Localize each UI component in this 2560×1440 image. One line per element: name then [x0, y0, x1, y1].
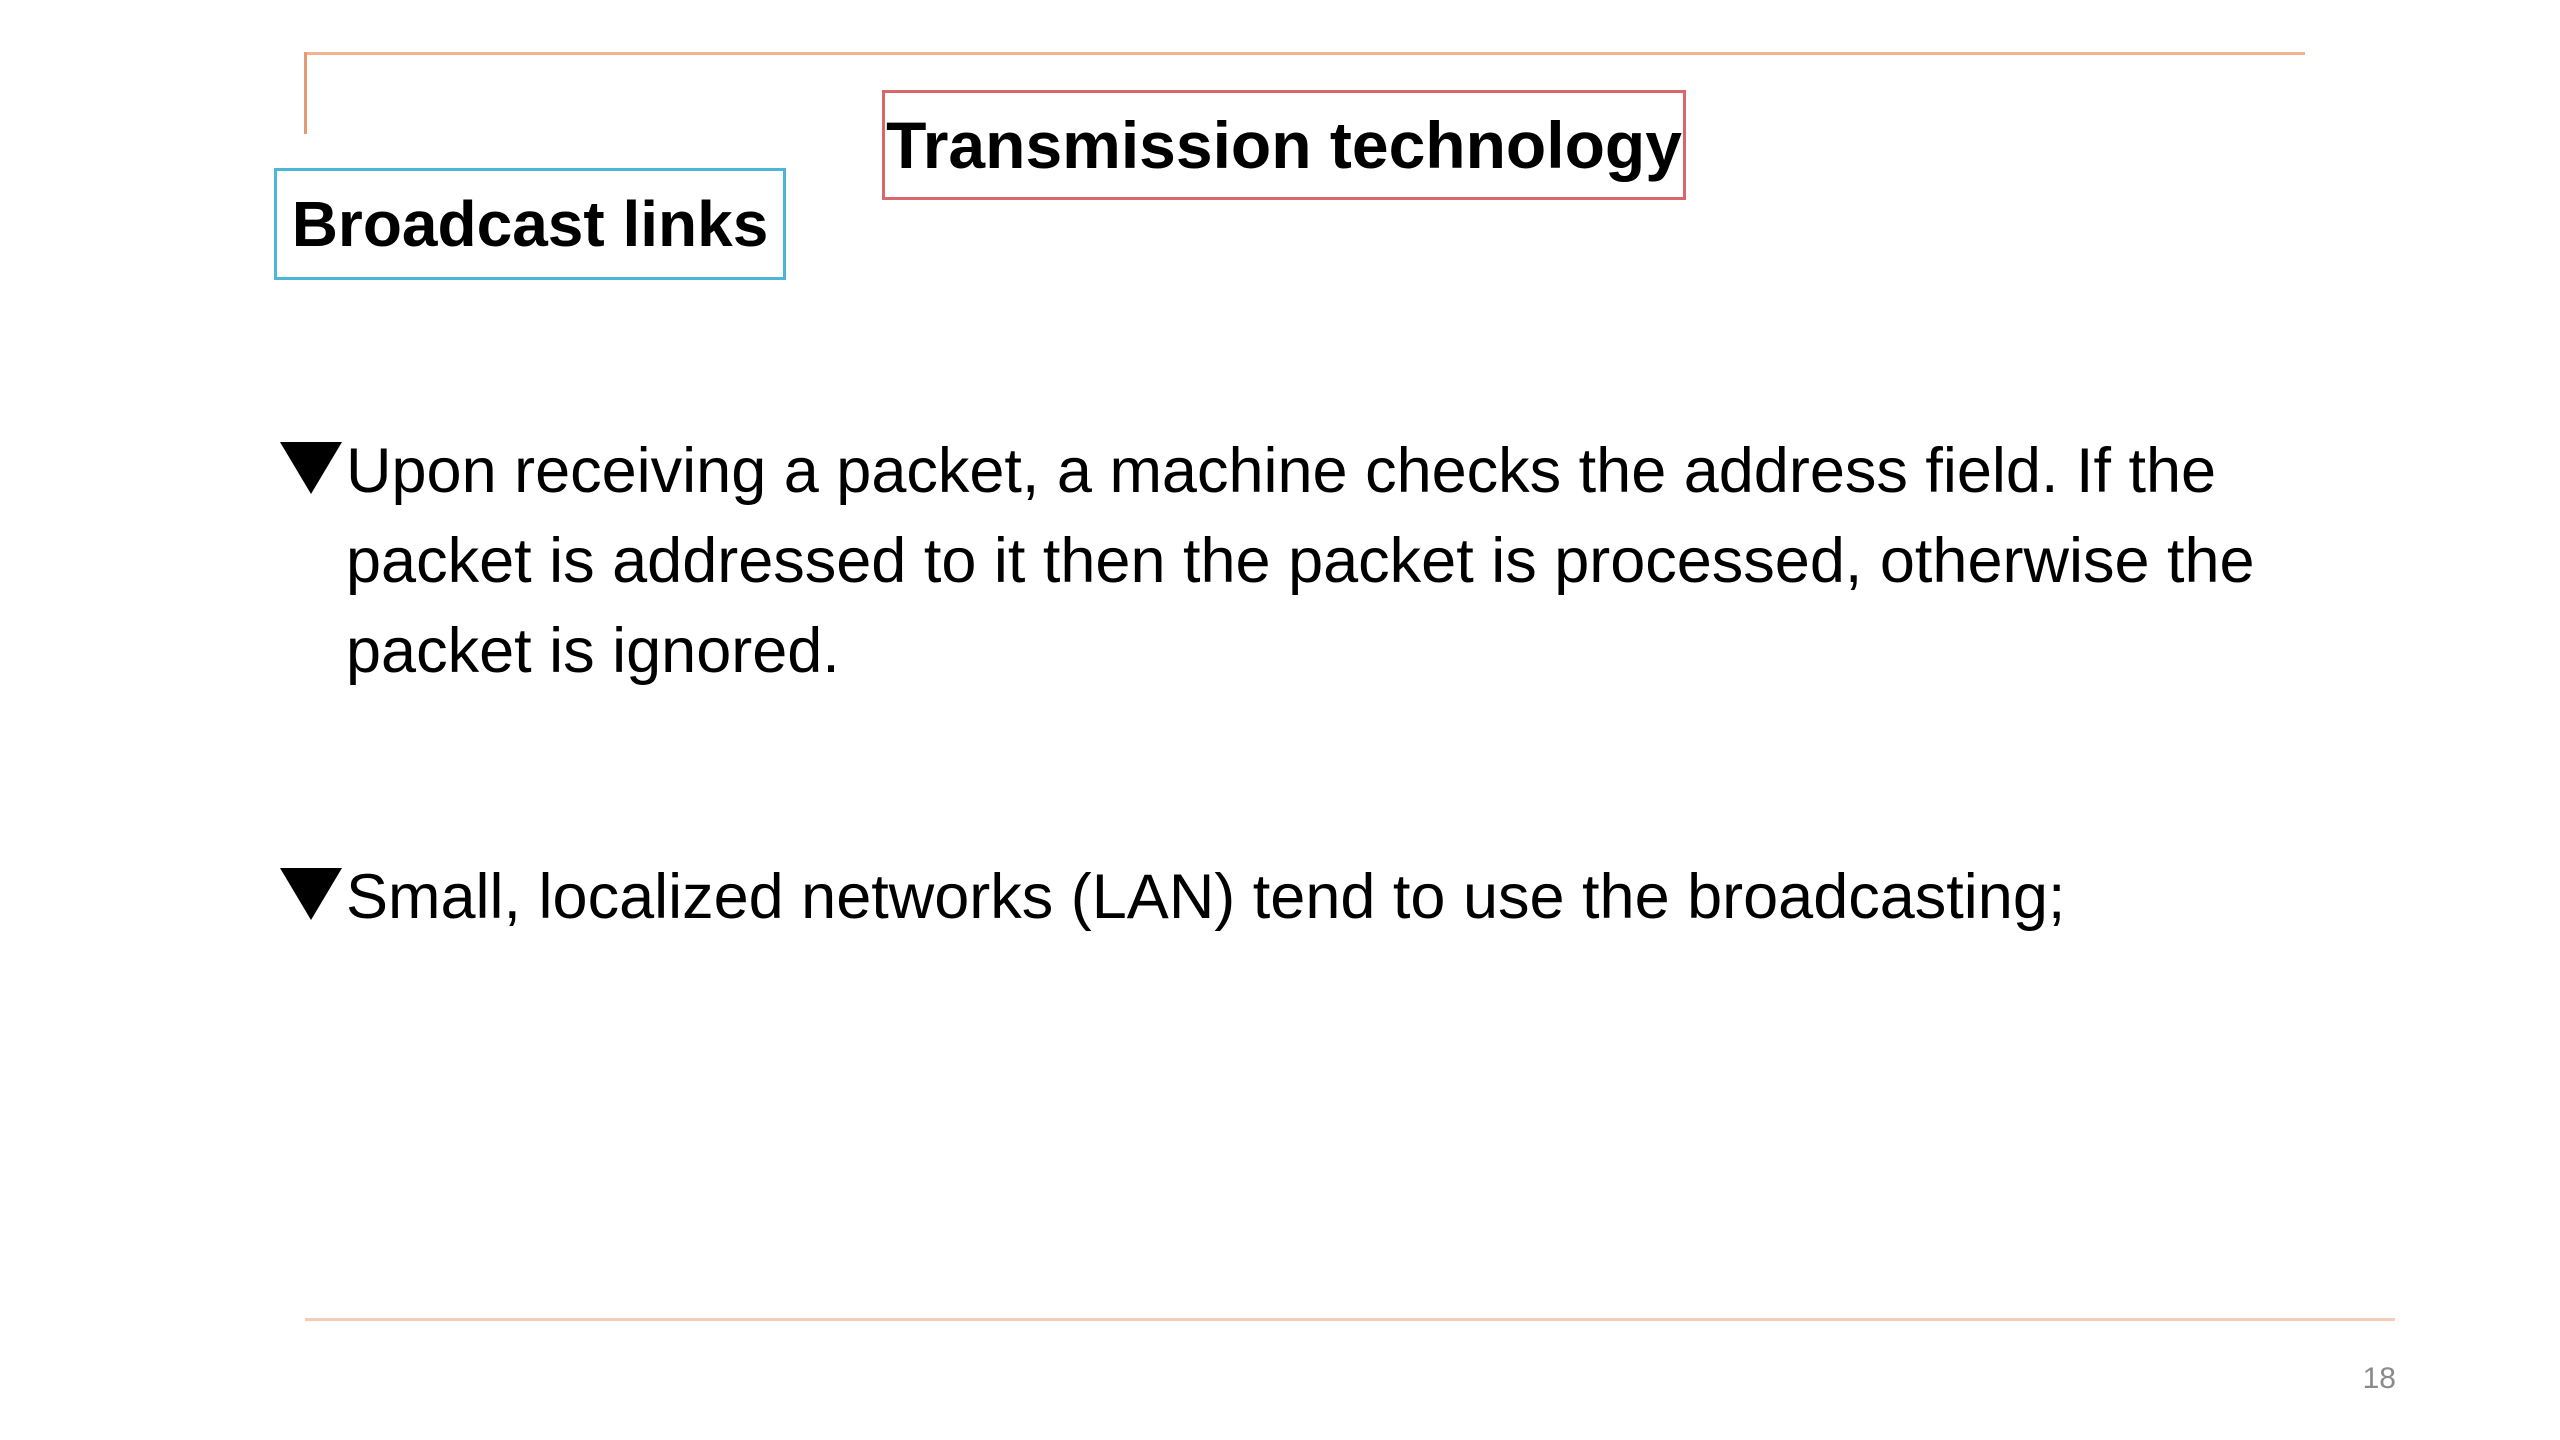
slide-title: Transmission technology: [886, 108, 1682, 182]
triangle-down-icon: [280, 868, 342, 920]
title-box: Transmission technology: [882, 90, 1686, 200]
page-number: 18: [2362, 1362, 2396, 1395]
triangle-down-icon: [280, 442, 342, 494]
slide-subtitle: Broadcast links: [291, 188, 769, 260]
bullet-text: Small, localized networks (LAN) tend to …: [346, 862, 2066, 932]
top-left-tick: [304, 52, 307, 134]
bullet-text: Upon receiving a packet, a machine check…: [346, 436, 2255, 686]
bottom-decorative-rule: [305, 1318, 2395, 1321]
bullet-item: Small, localized networks (LAN) tend to …: [276, 858, 2386, 942]
bullet-item: Upon receiving a packet, a machine check…: [276, 432, 2386, 696]
subtitle-box: Broadcast links: [274, 168, 786, 280]
top-decorative-rule: [305, 52, 2305, 55]
